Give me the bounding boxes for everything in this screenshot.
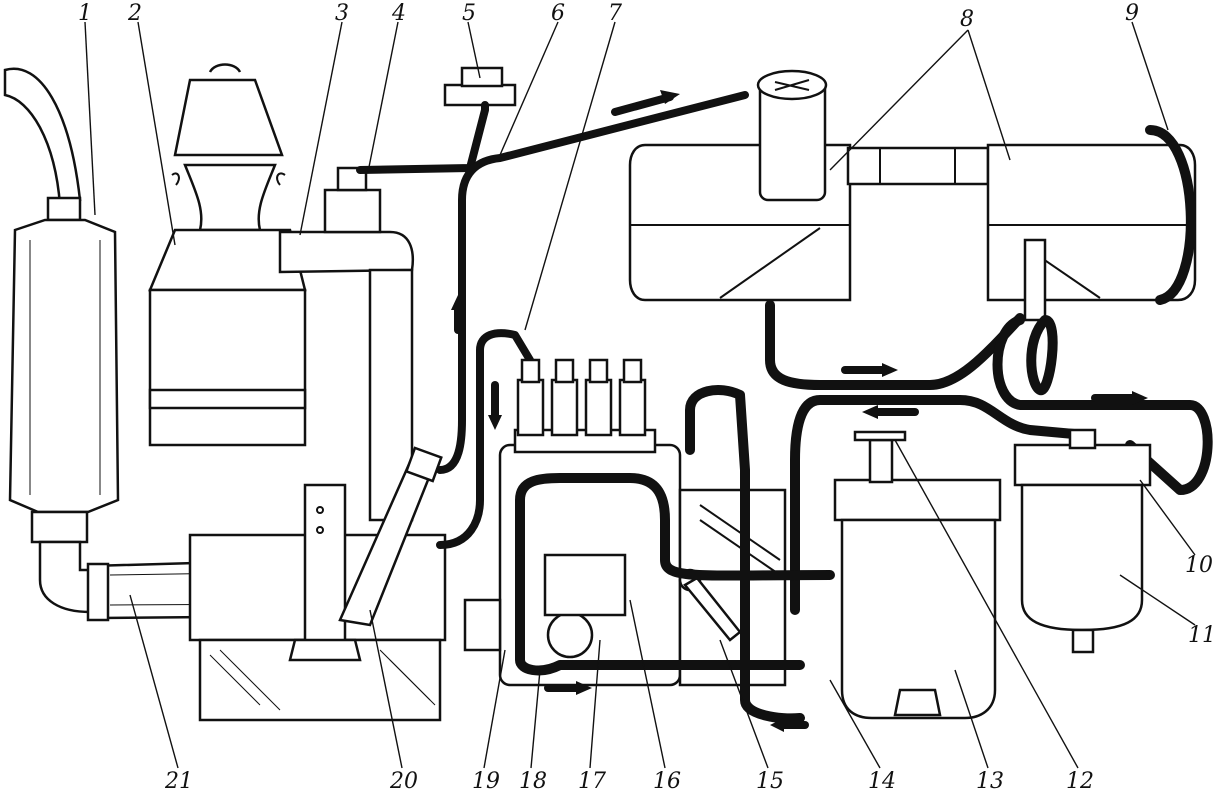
label-4: 4 — [391, 1, 406, 26]
label-1: 1 — [78, 1, 92, 26]
label-11: 11 — [1188, 623, 1216, 648]
label-6: 6 — [551, 1, 565, 26]
tank-feed-line — [765, 300, 1025, 390]
exhaust-muffler — [3, 67, 120, 614]
label-18: 18 — [519, 769, 547, 794]
leader-lines — [84, 21, 1196, 769]
air-cleaner — [148, 63, 307, 447]
label-9: 9 — [1125, 1, 1139, 26]
label-3: 3 — [335, 1, 349, 26]
label-15: 15 — [756, 769, 784, 794]
filler-cap — [443, 66, 517, 107]
injector-line — [436, 91, 749, 474]
label-8: 8 — [960, 7, 974, 32]
label-10: 10 — [1185, 553, 1213, 578]
label-5: 5 — [462, 1, 476, 26]
label-14: 14 — [868, 769, 896, 794]
label-2: 2 — [127, 1, 142, 26]
flow-arrows — [451, 90, 1148, 732]
right-tank-return — [1145, 125, 1196, 305]
coarse-filter — [833, 430, 1002, 720]
filter-feed-line — [992, 315, 1213, 495]
label-13: 13 — [976, 769, 1004, 794]
label-16: 16 — [653, 769, 681, 794]
filter-return-line — [790, 395, 1090, 615]
label-7: 7 — [608, 1, 622, 26]
pump-supply-line — [515, 555, 805, 676]
injection-pump — [463, 358, 787, 687]
callout-labels: 1 2 3 4 5 6 7 8 9 10 11 21 20 19 18 17 1… — [78, 1, 1216, 794]
label-19: 19 — [472, 769, 500, 794]
fuel-tank-right — [986, 143, 1197, 322]
tank-crossover-line — [1026, 315, 1058, 396]
pump-gallery-line — [515, 473, 835, 581]
return-line — [356, 101, 489, 174]
injector-line-lower — [436, 329, 534, 549]
label-17: 17 — [578, 769, 606, 794]
intake-pipe — [278, 166, 414, 522]
fuel-tank-left — [628, 69, 990, 302]
pump-bypass-line — [685, 385, 805, 724]
cylinder-head — [188, 483, 447, 722]
pump-plungers — [516, 358, 647, 437]
label-12: 12 — [1066, 769, 1094, 794]
label-20: 20 — [389, 769, 418, 794]
label-21: 21 — [164, 769, 193, 794]
injector — [338, 446, 443, 627]
fine-filter — [1013, 428, 1152, 654]
